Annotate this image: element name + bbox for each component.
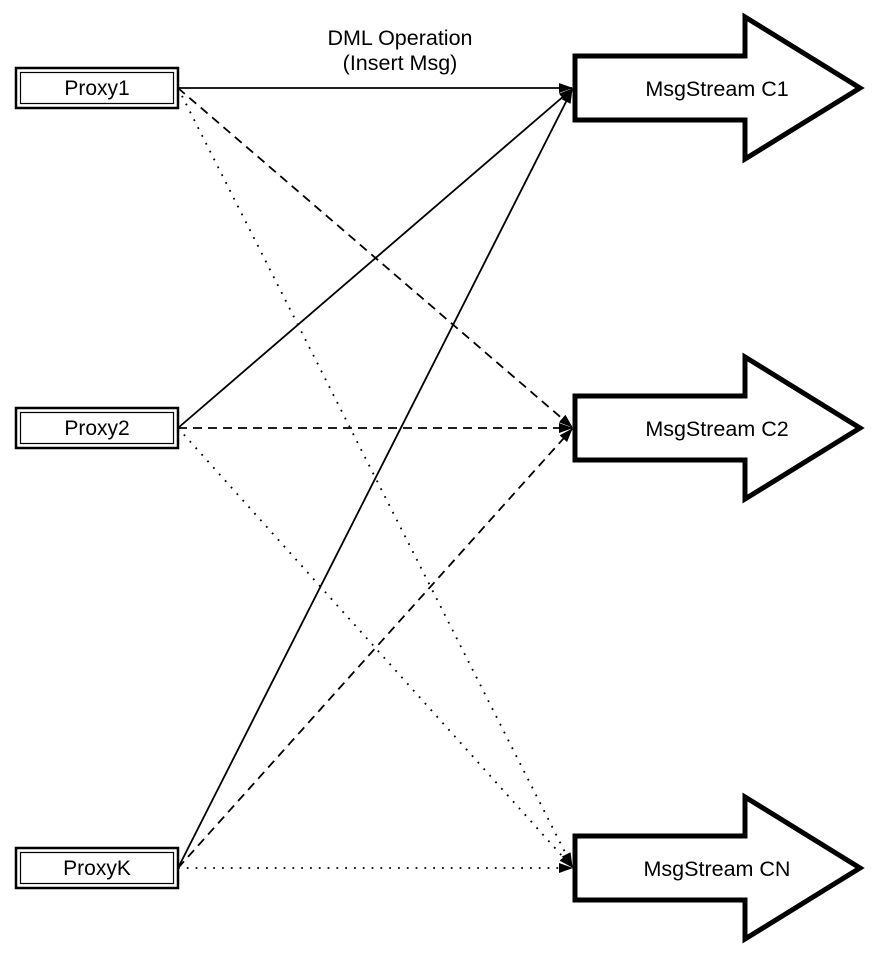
proxy2-box-inner-border	[19, 411, 175, 445]
proxyk-box-inner-border	[19, 851, 175, 885]
msgstream-c1-label: MsgStream C1	[645, 77, 788, 101]
msgstream-c1-arrow-shape	[572, 12, 865, 164]
proxy2-label: Proxy2	[64, 417, 129, 440]
edge-proxy1-to-cn-dotted	[177, 87, 573, 867]
node-proxy1: Proxy1	[14, 66, 180, 110]
diagram-title-line1: DML Operation	[328, 26, 473, 50]
edge-proxy1-to-c2-dashed	[177, 87, 573, 428]
msgstream-c2-label: MsgStream C2	[645, 417, 788, 441]
diagram-title-line2: (Insert Msg)	[343, 51, 458, 75]
edge-proxyk-to-c1-solid	[177, 89, 573, 869]
node-msgstream-c2: MsgStream C2	[572, 352, 865, 504]
msgstream-cn-arrow-shape	[572, 792, 865, 944]
proxy1-label: Proxy1	[64, 77, 129, 100]
node-msgstream-c1: MsgStream C1	[572, 12, 865, 164]
node-proxy2: Proxy2	[14, 406, 180, 450]
edge-proxyk-to-c2-dashed	[177, 428, 573, 869]
proxy1-box	[14, 66, 180, 110]
msgstream-c2-arrow-shape	[572, 352, 865, 504]
proxyk-box	[14, 846, 180, 890]
node-proxyk: ProxyK	[14, 846, 180, 890]
proxy1-box-inner-border	[19, 71, 175, 105]
edge-proxy2-to-cn-dotted	[177, 427, 573, 868]
msgstream-cn-label: MsgStream CN	[644, 857, 791, 881]
proxy2-box	[14, 406, 180, 450]
node-msgstream-cn: MsgStream CN	[572, 792, 865, 944]
proxyk-label: ProxyK	[63, 857, 131, 880]
